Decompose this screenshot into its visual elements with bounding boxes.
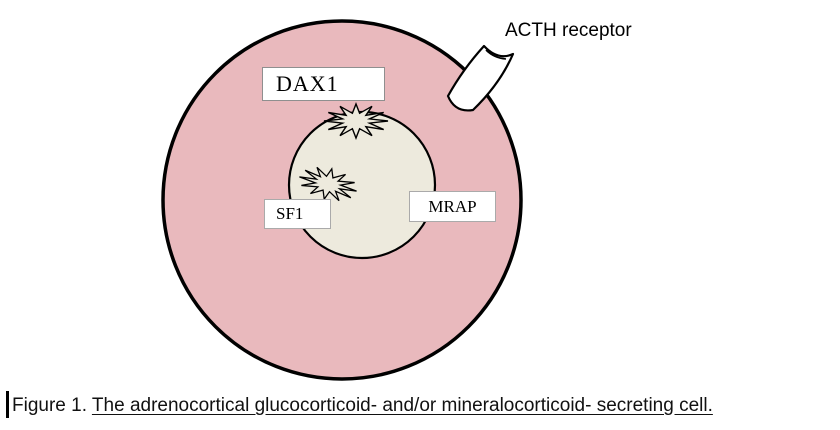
acth-receptor-roll-line (485, 49, 507, 60)
acth-receptor-icon[interactable] (446, 44, 515, 112)
cell-diagram (161, 19, 523, 381)
figure-caption[interactable]: Figure 1. The adrenocortical glucocortic… (6, 391, 838, 425)
dax1-label: DAX1 (276, 71, 339, 96)
acth-receptor-label: ACTH receptor (505, 20, 632, 41)
sf1-label-box[interactable]: SF1 (264, 199, 331, 229)
mrap-label-box[interactable]: MRAP (409, 191, 496, 222)
burst-icon-top (323, 102, 389, 140)
burst-icon-inner (299, 166, 357, 202)
caption-text: The adrenocortical glucocorticoid- and/o… (91, 395, 713, 416)
figure-canvas: DAX1 SF1 MRAP ACTH receptor (161, 19, 632, 381)
text-cursor (6, 391, 9, 418)
caption-prefix: Figure 1. (12, 395, 92, 416)
sf1-label: SF1 (276, 204, 304, 223)
mrap-label: MRAP (428, 196, 477, 216)
dax1-label-box[interactable]: DAX1 (262, 67, 385, 101)
